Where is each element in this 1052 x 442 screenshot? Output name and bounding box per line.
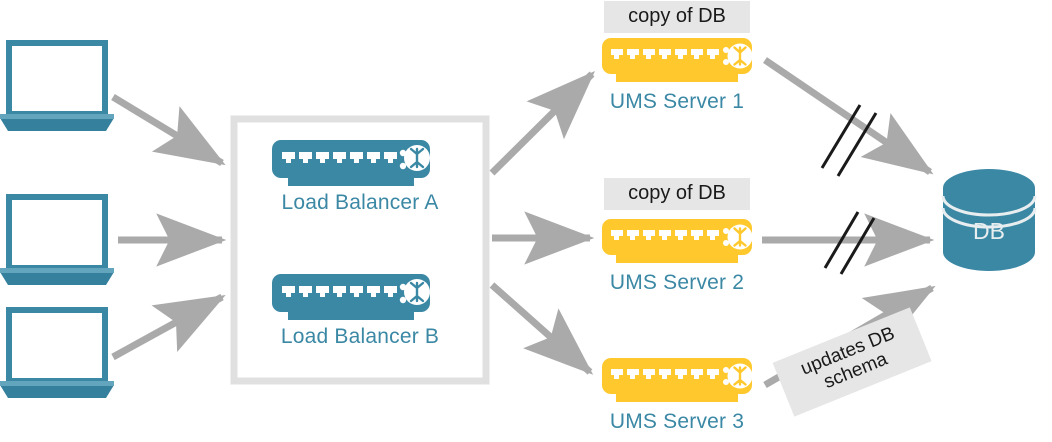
server-3-label: UMS Server 3 <box>609 410 745 433</box>
server-2-label: UMS Server 2 <box>609 271 745 294</box>
load-balancer-a-label: Load Balancer A <box>281 191 439 214</box>
server-icon-2 <box>602 219 753 263</box>
break-mark-server-2 <box>823 211 876 275</box>
server-1-label: UMS Server 1 <box>609 90 745 113</box>
router-icon-b <box>272 274 430 320</box>
database-label: DB <box>973 218 1005 244</box>
arrow-server-1-to-db <box>763 57 934 175</box>
database-cylinder-icon <box>941 169 1037 271</box>
laptop-icon-top <box>0 40 114 131</box>
server-icon-3 <box>602 358 753 402</box>
arrow-lb-to-server-1 <box>489 71 595 176</box>
server-1-tag: copy of DB <box>604 1 750 33</box>
arrow-client-top-to-lb <box>111 94 226 166</box>
load-balancer-b-label: Load Balancer B <box>280 325 440 348</box>
laptop-icon-middle <box>0 194 114 285</box>
arrow-client-bottom-to-lb <box>111 293 226 361</box>
server-2-tag: copy of DB <box>604 178 750 210</box>
laptop-icon-bottom <box>0 307 114 398</box>
server-icon-1 <box>602 38 753 82</box>
router-icon-a <box>272 140 430 186</box>
arrow-lb-to-server-3 <box>489 282 594 375</box>
break-mark-server-1 <box>820 104 878 177</box>
